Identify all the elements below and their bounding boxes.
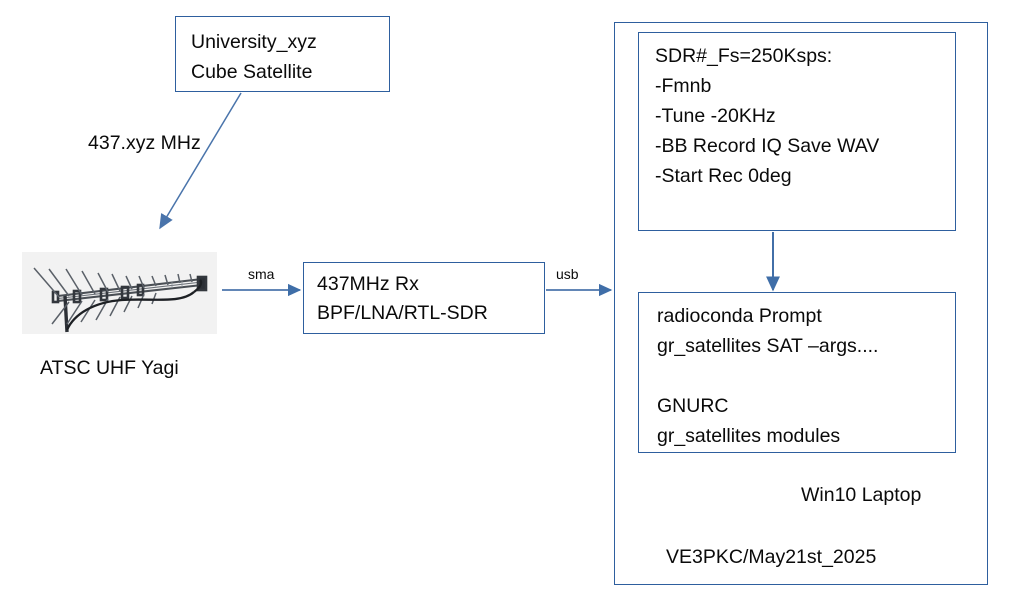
receiver-box — [303, 262, 545, 334]
laptop-caption: Win10 Laptop — [801, 484, 922, 506]
yagi-antenna-icon — [22, 252, 217, 334]
sdr-sharp-line-2: -Fmnb — [655, 75, 712, 97]
usb-edge-label: usb — [556, 266, 579, 282]
radioconda-line-4: GNURC — [657, 395, 729, 417]
radioconda-box — [638, 292, 956, 453]
laptop-footer-signature: VE3PKC/May21st_2025 — [666, 546, 877, 568]
sma-edge-label: sma — [248, 266, 275, 282]
receiver-box-line-1: 437MHz Rx — [317, 273, 419, 295]
antenna-photo — [22, 252, 217, 334]
sdr-sharp-line-4: -BB Record IQ Save WAV — [655, 135, 880, 157]
radioconda-line-2: gr_satellites SAT –args.... — [657, 335, 879, 357]
satellite-box — [175, 16, 390, 92]
satellite-box-line-1: University_xyz — [191, 31, 317, 53]
receiver-box-line-2: BPF/LNA/RTL-SDR — [317, 302, 488, 324]
downlink-arrow — [159, 92, 242, 230]
sdr-sharp-line-5: -Start Rec 0deg — [655, 165, 792, 187]
sdr-sharp-line-3: -Tune -20KHz — [655, 105, 776, 127]
radioconda-line-1: radioconda Prompt — [657, 305, 822, 327]
sdr-sharp-line-1: SDR#_Fs=250Ksps: — [655, 45, 833, 67]
satellite-box-line-2: Cube Satellite — [191, 61, 313, 83]
downlink-frequency-label: 437.xyz MHz — [88, 132, 201, 154]
sdr-sharp-box — [638, 32, 956, 231]
antenna-caption: ATSC UHF Yagi — [40, 357, 179, 379]
radioconda-line-5: gr_satellites modules — [657, 425, 841, 447]
